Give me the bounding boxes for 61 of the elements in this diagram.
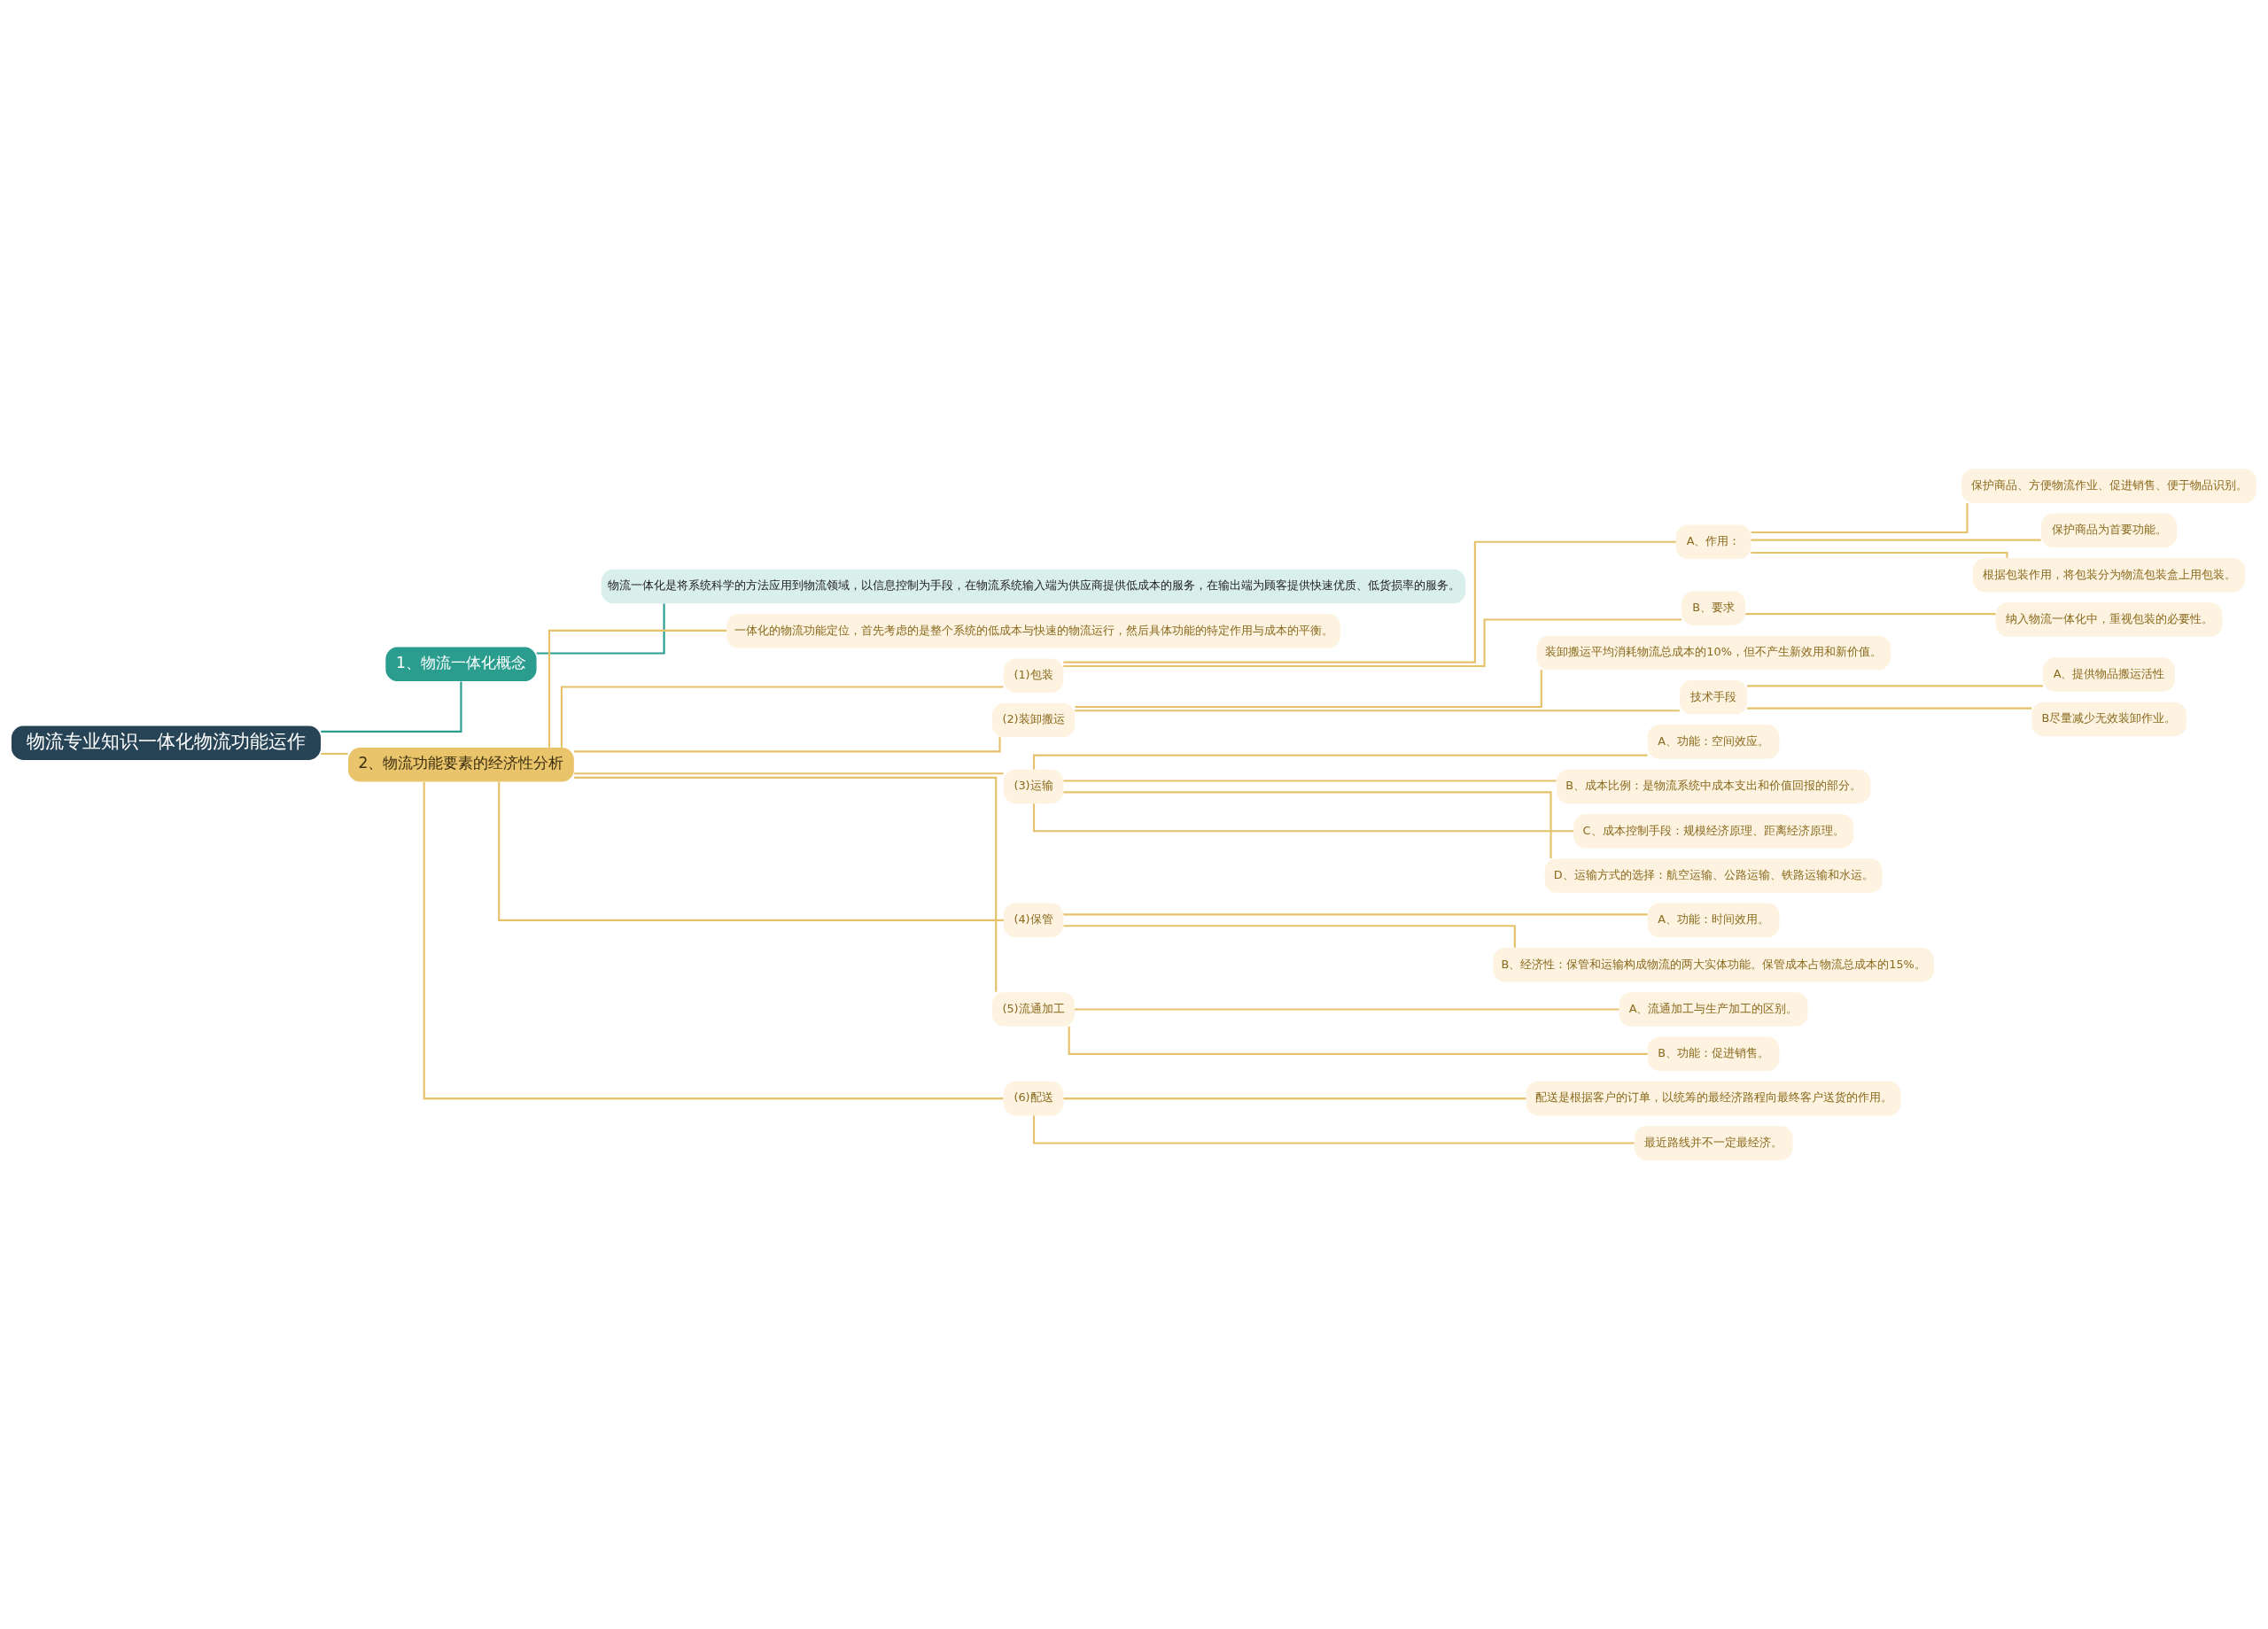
connector [1063, 540, 1676, 663]
node-box: 1、物流一体化概念 [385, 647, 537, 682]
connector [574, 776, 998, 992]
connector [1751, 539, 2041, 541]
node-box: (5)流通加工 [991, 992, 1076, 1027]
connector [1075, 710, 1680, 712]
connector [1033, 1115, 1635, 1144]
node-box: (3)运输 [1003, 769, 1064, 804]
connector [1747, 685, 2043, 687]
node-box: B、要求 [1682, 591, 1745, 625]
node-box: 保护商品为首要功能。 [2041, 513, 2178, 548]
connector [1063, 780, 1557, 782]
node-box: 2、物流功能要素的经济性分析 [348, 748, 574, 782]
node-box: A、作用： [1675, 524, 1751, 559]
node-box: 物流一体化是将系统科学的方法应用到物流领域，以信息控制为手段，在物流系统输入端为供应商提供低成本的服务，在输出端为顾客提供快速优质、低货损率的服务。 [601, 569, 1466, 604]
node-box: B尽量减少无效装卸作业。 [2031, 702, 2186, 737]
node-box: B、成本比例：是物流系统中成本支出和价值回报的部分。 [1556, 769, 1871, 804]
connector [1075, 1008, 1619, 1011]
connector [321, 752, 348, 756]
connector [498, 781, 1004, 921]
node-box: 纳入物流一体化中，重视包装的必要性。 [1995, 602, 2223, 637]
node-box: A、功能：空间效应。 [1647, 725, 1780, 759]
node-box: B、经济性：保管和运输构成物流的两大实体功能。保管成本占物流总成本的15%。 [1493, 947, 1934, 982]
connector [573, 737, 1001, 753]
connector [1063, 925, 1516, 948]
connector [536, 603, 665, 655]
connector [1063, 913, 1648, 916]
node-box: 最近路线并不一定最经济。 [1634, 1126, 1793, 1160]
connector [1033, 754, 1648, 770]
connector [1068, 1026, 1648, 1055]
node-box: A、提供物品搬运活性 [2043, 657, 2175, 692]
node-box: 保护商品、方便物流作业、促进销售、便于物品识别。 [1961, 469, 2256, 503]
connector [560, 686, 1004, 748]
node-box: 技术手段 [1680, 680, 1748, 715]
node-box: A、流通加工与生产加工的区别。 [1619, 992, 1808, 1027]
connector [1063, 618, 1682, 668]
connector [548, 629, 726, 748]
node-box: A、功能：时间效用。 [1647, 903, 1780, 938]
node-box: (2)装卸搬运 [991, 702, 1076, 738]
node-box: 一体化的物流功能定位，首先考虑的是整个系统的低成本与快速的物流运行，然后具体功能的特定作用与成本的平衡。 [726, 614, 1340, 648]
node-box: B、功能：促进销售。 [1647, 1036, 1780, 1072]
node-box: 配送是根据客户的订单，以统筹的最经济路程向最终客户送货的作用。 [1526, 1081, 1901, 1116]
connector [574, 772, 1004, 775]
node-box: D、运输方式的选择：航空运输、公路运输、铁路运输和水运。 [1544, 858, 1883, 893]
node-box: (1)包装 [1003, 658, 1064, 693]
connector [1033, 803, 1574, 833]
connector [321, 681, 462, 733]
connector [1751, 503, 1969, 534]
node-box: (6)配送 [1003, 1081, 1064, 1116]
node-box: C、成本控制手段：规模经济原理、距离经济原理。 [1573, 813, 1853, 849]
node-box: 根据包装作用，将包装分为物流包装盒上用包装。 [1972, 557, 2246, 593]
connector [1745, 613, 1996, 616]
connector [1075, 670, 1542, 709]
connector [1063, 791, 1552, 859]
connector [1751, 551, 2008, 558]
node-box: (4)保管 [1003, 903, 1064, 938]
connector [1063, 1098, 1526, 1100]
connector [1747, 707, 2032, 710]
node-box: 物流专业知识一体化物流功能运作 [12, 725, 321, 760]
node-box: 装卸搬运平均消耗物流总成本的10%，但不产生新效用和新价值。 [1536, 635, 1891, 671]
connector [423, 782, 1004, 1100]
